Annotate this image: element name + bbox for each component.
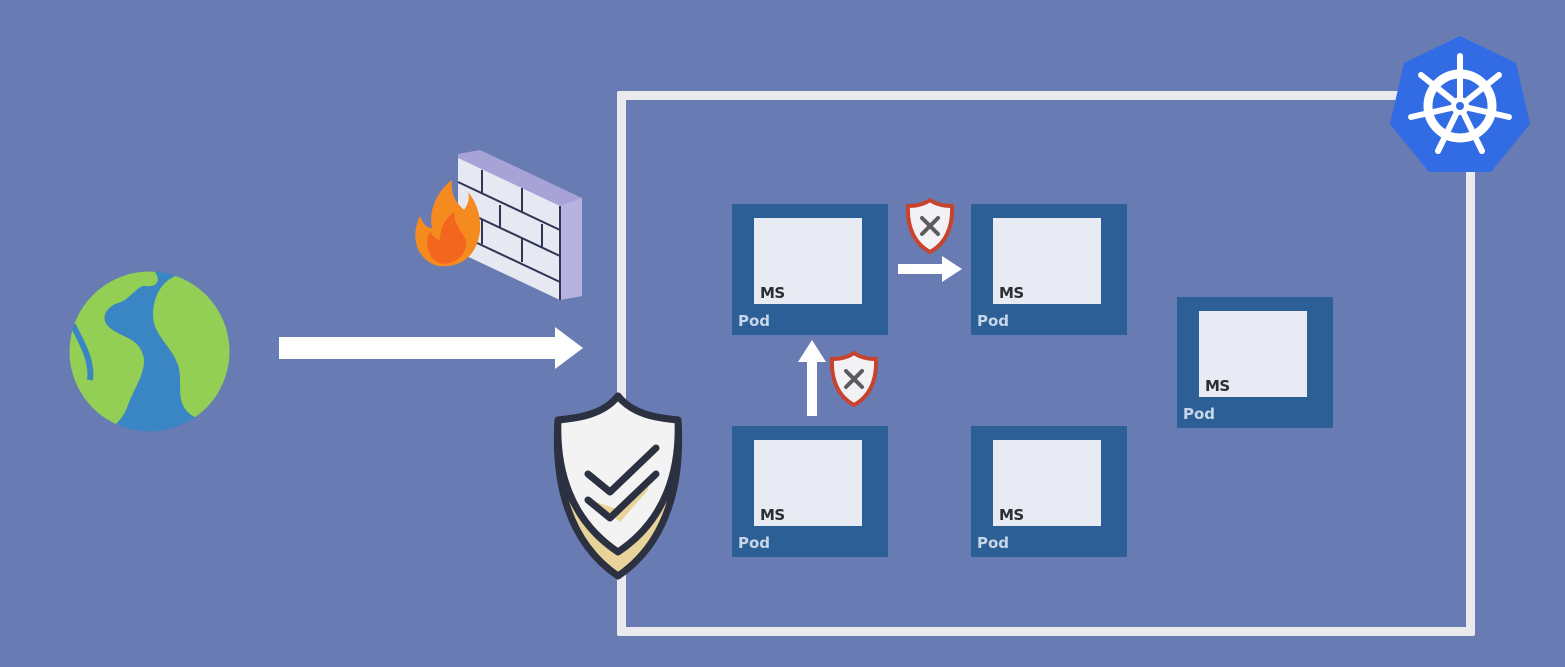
pod-label: Pod (977, 312, 1010, 330)
pod-label: Pod (1183, 405, 1216, 423)
ingress-arrow (279, 327, 584, 369)
kubernetes-icon (1388, 34, 1532, 174)
ms-label: MS (999, 506, 1024, 524)
ms-label: MS (1205, 377, 1230, 395)
shield-x-icon (829, 351, 879, 407)
firewall-icon (410, 148, 590, 303)
microservice-box: MS (993, 440, 1101, 526)
pod-top-middle[interactable]: MS Pod (971, 204, 1127, 335)
pod-top-left[interactable]: MS Pod (732, 204, 888, 335)
pod-label: Pod (977, 534, 1010, 552)
microservice-box: MS (993, 218, 1101, 304)
shield-x-icon (905, 198, 955, 254)
pod-to-pod-arrow-up (798, 340, 826, 416)
microservice-box: MS (754, 218, 862, 304)
ms-label: MS (760, 506, 785, 524)
pod-to-pod-arrow-right (898, 256, 964, 282)
microservice-box: MS (754, 440, 862, 526)
ms-label: MS (760, 284, 785, 302)
pod-right[interactable]: MS Pod (1177, 297, 1333, 428)
ms-label: MS (999, 284, 1024, 302)
microservice-box: MS (1199, 311, 1307, 397)
pod-bottom-middle[interactable]: MS Pod (971, 426, 1127, 557)
globe-icon (68, 270, 231, 433)
cluster-boundary (617, 91, 1475, 636)
pod-bottom-left[interactable]: MS Pod (732, 426, 888, 557)
shield-check-icon (552, 392, 684, 580)
pod-label: Pod (738, 534, 771, 552)
pod-label: Pod (738, 312, 771, 330)
